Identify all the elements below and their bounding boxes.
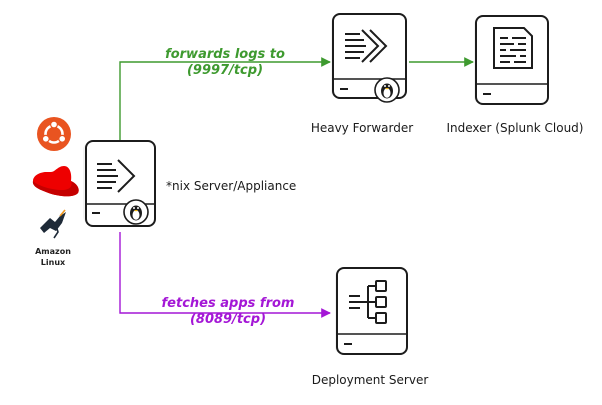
deployment-server-label: Deployment Server	[312, 373, 429, 387]
heavy-forwarder-label: Heavy Forwarder	[311, 121, 413, 135]
amazon-linux-line1: Amazon	[35, 247, 71, 256]
fetch-label-line1: fetches apps from	[162, 296, 295, 311]
ubuntu-icon	[37, 117, 71, 151]
linux-penguin-icon	[374, 77, 400, 103]
forward-connector	[119, 57, 331, 143]
fetch-connector	[119, 232, 331, 318]
indexer-box	[475, 15, 549, 105]
deployment-server-node: Deployment Server	[312, 267, 429, 387]
indexer-label: Indexer (Splunk Cloud)	[447, 121, 584, 135]
deployment-server-box	[336, 267, 408, 355]
indexer-node: Indexer (Splunk Cloud)	[447, 15, 584, 135]
nix-server-node: *nix Server/Appliance	[83, 140, 296, 227]
nix-server-label: *nix Server/Appliance	[166, 179, 296, 193]
heavy-forwarder-node: Heavy Forwarder	[311, 13, 413, 135]
edge-forward: forwards logs to (9997/tcp)	[119, 47, 331, 143]
edge-fetch: fetches apps from (8089/tcp)	[119, 232, 331, 327]
forwarder-icon	[97, 159, 136, 193]
linux-penguin-icon	[123, 199, 149, 225]
indexer-icon	[493, 27, 533, 69]
heavy-forwarder-icon	[345, 29, 388, 63]
amazon-linux-icon: Amazon Linux	[35, 209, 71, 267]
fetch-label-line2: (8089/tcp)	[190, 312, 266, 327]
amazon-linux-line2: Linux	[41, 258, 66, 267]
redhat-icon	[32, 166, 79, 197]
deployment-server-icon	[349, 280, 387, 324]
forward-label-line2: (9997/tcp)	[187, 63, 263, 78]
forward-label-line1: forwards logs to	[165, 47, 285, 62]
